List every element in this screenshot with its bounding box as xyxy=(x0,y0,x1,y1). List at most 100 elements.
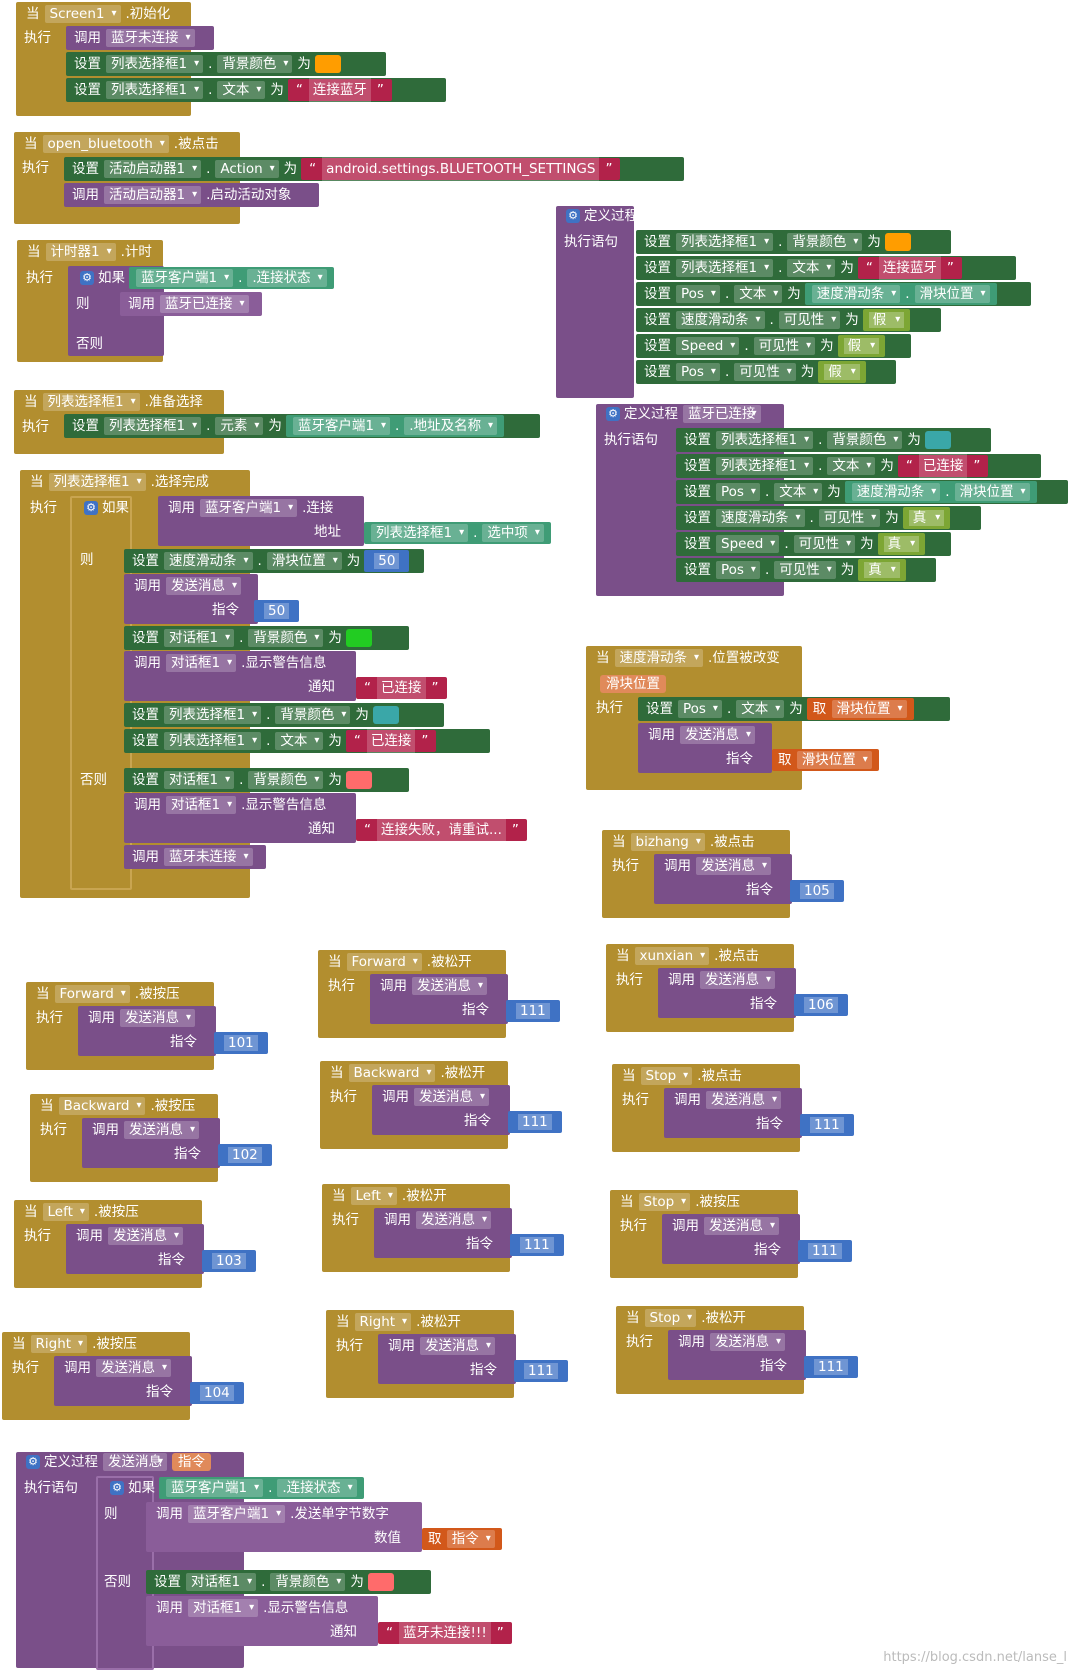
number-literal[interactable]: 50 xyxy=(254,600,300,622)
property-dropdown[interactable]: 背景颜色 xyxy=(217,55,293,73)
get-thumb[interactable]: 取 滑块位置 xyxy=(806,698,914,720)
procedure-dropdown[interactable]: 发送消息 xyxy=(710,1333,785,1351)
property-dropdown[interactable]: 文本 xyxy=(736,700,785,718)
procedure-name[interactable]: 发送消息 xyxy=(103,1453,167,1471)
component-dropdown[interactable]: 列表选择框1 xyxy=(716,457,814,475)
component-dropdown[interactable]: Pos xyxy=(676,285,720,303)
call-disconnected[interactable]: 调用蓝牙未连接 xyxy=(66,26,214,50)
gear-icon[interactable]: ⚙ xyxy=(26,1455,40,1469)
is-connected-getter[interactable]: 蓝牙客户端1..连接状态 xyxy=(159,1477,364,1499)
selection-getter[interactable]: 列表选择框1.选中项 xyxy=(364,522,551,544)
number-literal[interactable]: 111 xyxy=(800,1114,854,1136)
procedure-dropdown[interactable]: 蓝牙已连接 xyxy=(160,295,249,313)
string-literal[interactable]: “已连接” xyxy=(356,676,447,700)
component-dropdown[interactable]: Backward xyxy=(348,1064,436,1082)
set-ai-action[interactable]: 设置活动启动器1.Action为“android.settings.BLUETO… xyxy=(64,157,684,181)
property-dropdown[interactable]: Action xyxy=(215,160,279,178)
string-literal[interactable]: “连接失败，请重试...” xyxy=(356,818,527,842)
string-literal[interactable]: “蓝牙未连接!!!” xyxy=(378,1621,512,1645)
component-dropdown[interactable]: 对话框1 xyxy=(186,1573,257,1591)
property-dropdown[interactable]: 背景颜色 xyxy=(787,233,863,251)
variable-dropdown[interactable]: 指令 xyxy=(446,1530,495,1548)
gear-icon[interactable]: ⚙ xyxy=(566,209,580,223)
property-dropdown[interactable]: 文本 xyxy=(275,732,324,750)
component-dropdown[interactable]: 列表选择框1 xyxy=(42,393,140,411)
number-literal[interactable]: 111 xyxy=(804,1356,858,1378)
event-parameter[interactable]: 滑块位置 xyxy=(600,675,666,693)
component-dropdown[interactable]: Forward xyxy=(54,985,130,1003)
component-dropdown[interactable]: Pos xyxy=(678,700,722,718)
procedure-name[interactable]: 蓝牙未连接 xyxy=(643,207,721,225)
property-dropdown[interactable]: 文本 xyxy=(217,81,266,99)
call-alert-not-connected[interactable] xyxy=(146,1596,378,1646)
boolean-literal[interactable]: 假 xyxy=(837,335,886,357)
gear-icon[interactable]: ⚙ xyxy=(80,271,94,285)
thumb-getter[interactable]: 速度滑动条.滑块位置 xyxy=(844,481,1037,503)
property-dropdown[interactable]: 背景颜色 xyxy=(827,431,903,449)
string-literal[interactable]: “已连接” xyxy=(897,454,989,478)
gear-icon[interactable]: ⚙ xyxy=(110,1481,124,1495)
component-dropdown[interactable]: 速度滑动条 xyxy=(614,649,703,667)
property-dropdown[interactable]: 滑块位置 xyxy=(914,285,990,303)
component-dropdown[interactable]: Pos xyxy=(716,483,760,501)
method-dropdown[interactable]: .连接状态 xyxy=(277,1479,357,1497)
number-literal[interactable]: 101 xyxy=(214,1032,268,1054)
property-dropdown[interactable]: 背景颜色 xyxy=(248,629,324,647)
component-dropdown[interactable]: Right xyxy=(30,1335,88,1353)
color-swatch-red[interactable] xyxy=(345,771,372,789)
property-dropdown[interactable]: 文本 xyxy=(787,259,836,277)
component-dropdown[interactable]: 列表选择框1 xyxy=(106,81,204,99)
procedure-dropdown[interactable]: 发送消息 xyxy=(420,1337,495,1355)
number-literal[interactable]: 103 xyxy=(202,1250,256,1272)
if-block[interactable] xyxy=(96,1476,154,1670)
component-dropdown[interactable]: 列表选择框1 xyxy=(371,524,469,542)
string-literal[interactable]: “已连接” xyxy=(345,729,437,753)
component-dropdown[interactable]: Stop xyxy=(638,1193,691,1211)
boolean-literal[interactable]: 假 xyxy=(818,361,866,383)
component-dropdown[interactable]: Stop xyxy=(640,1067,693,1085)
property-dropdown[interactable]: 文本 xyxy=(774,483,823,501)
gear-icon[interactable]: ⚙ xyxy=(606,407,620,421)
color-swatch-teal[interactable] xyxy=(372,706,399,724)
component-dropdown[interactable]: 速度滑动条 xyxy=(716,509,805,527)
boolean-literal[interactable]: 真 xyxy=(877,533,926,555)
property-dropdown[interactable]: 文本 xyxy=(827,457,876,475)
gear-icon[interactable]: ⚙ xyxy=(84,501,98,515)
component-dropdown[interactable]: 列表选择框1 xyxy=(106,55,204,73)
number-literal[interactable]: 104 xyxy=(190,1382,244,1404)
property-dropdown[interactable]: 可见性 xyxy=(774,561,836,579)
number-literal[interactable]: 111 xyxy=(510,1234,564,1256)
procedure-dropdown[interactable]: 蓝牙未连接 xyxy=(164,848,253,866)
component-dropdown[interactable]: 活动启动器1 xyxy=(104,160,202,178)
component-dropdown[interactable]: 列表选择框1 xyxy=(676,259,774,277)
property-dropdown[interactable]: 滑块位置 xyxy=(266,552,342,570)
property-dropdown[interactable]: 可见性 xyxy=(734,363,796,381)
component-dropdown[interactable]: Stop xyxy=(644,1309,697,1327)
procedure-dropdown[interactable]: 发送消息 xyxy=(416,1211,491,1229)
component-dropdown[interactable]: bizhang xyxy=(630,833,705,851)
component-dropdown[interactable]: 蓝牙客户端1 xyxy=(292,417,390,435)
component-dropdown[interactable]: Left xyxy=(350,1187,397,1205)
component-dropdown[interactable]: Pos xyxy=(716,561,760,579)
color-swatch-teal[interactable] xyxy=(924,431,951,449)
component-dropdown[interactable]: Left xyxy=(42,1203,89,1221)
component-dropdown[interactable]: 列表选择框1 xyxy=(104,417,202,435)
property-dropdown[interactable]: 背景颜色 xyxy=(270,1573,346,1591)
procedure-dropdown[interactable]: 发送消息 xyxy=(108,1227,183,1245)
component-dropdown[interactable]: 对话框1 xyxy=(166,654,237,672)
component-dropdown[interactable]: 速度滑动条 xyxy=(811,285,901,303)
component-dropdown[interactable]: 列表选择框1 xyxy=(716,431,814,449)
boolean-literal[interactable]: 假 xyxy=(862,309,911,331)
component-dropdown[interactable]: 对话框1 xyxy=(164,629,235,647)
